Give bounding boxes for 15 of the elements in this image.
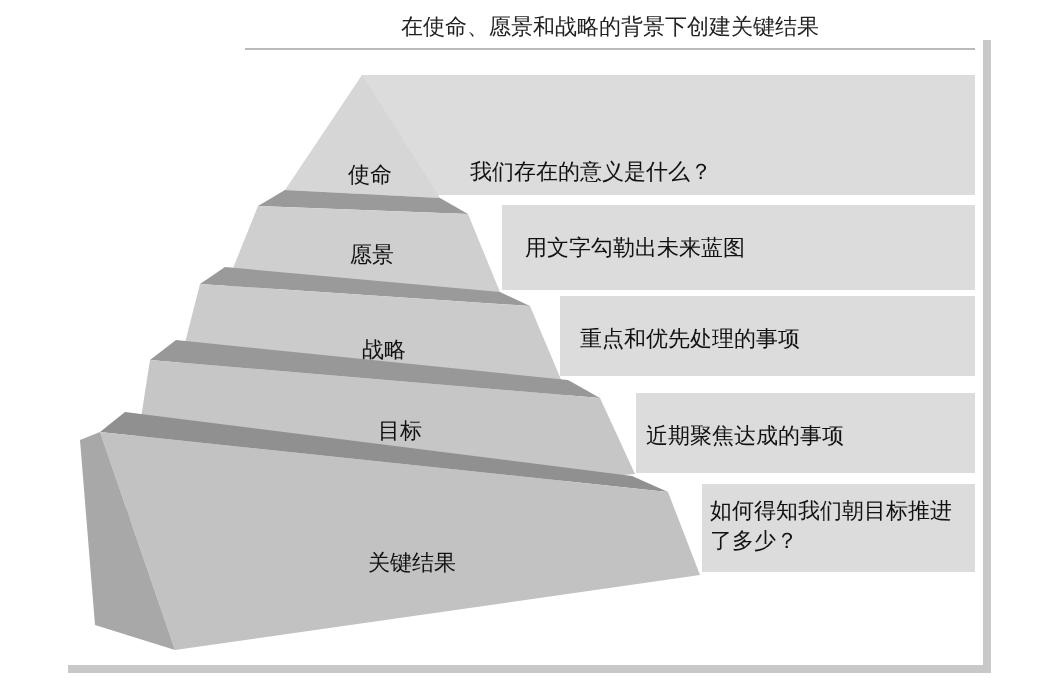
tier-label: 愿景 — [350, 241, 394, 269]
text-band — [502, 205, 975, 290]
tier-label: 使命 — [348, 161, 392, 189]
tier-label: 战略 — [362, 336, 406, 364]
text-band — [702, 484, 975, 572]
band-text: 近期聚焦达成的事项 — [646, 422, 845, 450]
band-text: 用文字勾勒出未来蓝图 — [525, 234, 746, 262]
band-text: 重点和优先处理的事项 — [580, 325, 801, 353]
tier-label: 关键结果 — [368, 549, 456, 577]
band-text: 如何得知我们朝目标推进了多少？ — [710, 497, 953, 555]
title: 在使命、愿景和战略的背景下创建关键结果 — [400, 13, 820, 41]
text-band — [560, 296, 975, 376]
text-band — [636, 393, 975, 473]
band-text: 我们存在的意义是什么？ — [470, 158, 713, 186]
tier-label: 目标 — [378, 417, 422, 445]
